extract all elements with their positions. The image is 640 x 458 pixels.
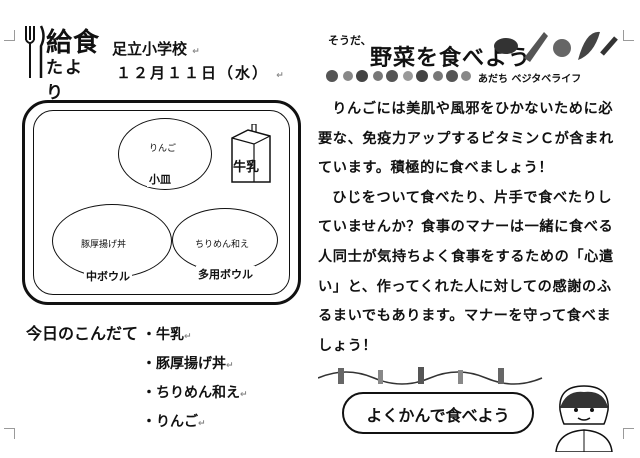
crop-mark-bottom-left	[4, 428, 15, 439]
menu-date: １２月１１日（水） ↵	[116, 64, 286, 82]
vegetable-banner: そうだ、 野菜を食べよう あだち ベジタベライフ	[322, 22, 618, 86]
medium-bowl-food: 豚厚揚げ丼	[81, 240, 127, 250]
banner-sub-text: そうだ、	[328, 34, 372, 47]
small-plate-name: 小皿	[147, 171, 173, 187]
multi-use-bowl-food: ちりめん和え	[195, 240, 250, 250]
school-name: 足立小学校 ↵	[112, 40, 200, 58]
article-paragraph-1: りんごには美肌や風邪をひかないために必要な、免疫力アップするビタミンＣが含まれて…	[318, 101, 614, 177]
logo-sub-text: たより	[46, 58, 84, 103]
logo-main-text: 給食	[46, 28, 101, 58]
dietitian-character-icon	[555, 385, 613, 452]
multi-use-bowl: ちりめん和え	[172, 208, 278, 272]
article-paragraph-2: ひじをついて食べたり、片手で食べたりしていませんか？食事のマナーは一緒に食べる人…	[318, 189, 614, 354]
milk-carton-label: 牛乳	[233, 160, 260, 175]
menu-list: ・牛乳↵ ・豚厚揚げ丼↵ ・ちりめん和え↵ ・りんご↵	[142, 322, 248, 438]
newsletter-logo: 給食 たより	[22, 22, 101, 103]
article-text: りんごには美肌や風邪をひかないために必要な、免疫力アップするビタミンＣが含まれて…	[318, 95, 620, 361]
tray-inner-rim	[33, 110, 290, 295]
cutlery-icon	[25, 25, 45, 78]
todays-menu-heading: 今日のこんだて	[26, 324, 139, 343]
slogan-text: よくかんで食べよう	[366, 406, 510, 425]
medium-bowl-name: 中ボウル	[84, 268, 132, 284]
small-plate: りんご 小皿	[118, 118, 212, 190]
milk-carton-icon	[231, 124, 271, 183]
small-plate-food: りんご	[149, 144, 177, 154]
crop-mark-bottom-right	[623, 428, 634, 439]
multi-use-bowl-name: 多用ボウル	[196, 266, 255, 282]
menu-item: ・豚厚揚げ丼↵	[142, 356, 234, 372]
menu-item: ・牛乳↵	[142, 327, 192, 343]
slogan-bubble: よくかんで食べよう	[342, 392, 534, 434]
banner-tagline: あだち ベジタベライフ	[478, 74, 582, 85]
menu-item: ・ちりめん和え↵	[142, 385, 248, 401]
lunch-tray	[22, 100, 301, 305]
medium-bowl: 豚厚揚げ丼	[52, 204, 172, 278]
crop-mark-top-left	[4, 30, 15, 41]
vegetable-row-icon	[326, 70, 471, 82]
menu-item: ・りんご↵	[142, 414, 206, 430]
vegetables-icon	[494, 31, 618, 62]
crop-mark-top-right	[623, 30, 634, 41]
utensil-border-icon	[318, 367, 543, 385]
